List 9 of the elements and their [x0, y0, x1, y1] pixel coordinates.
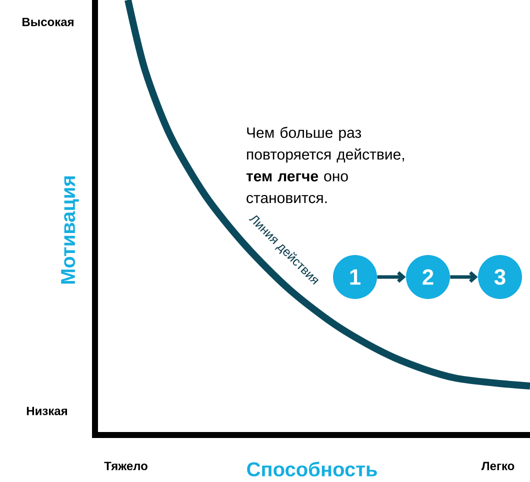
- arrow: [377, 271, 406, 283]
- axis-title: Мотивация: [61, 176, 79, 284]
- axis-label: Тяжело: [104, 462, 148, 470]
- axis-label: Высокая: [22, 18, 74, 26]
- axis-title: Способность: [247, 462, 377, 476]
- arrow: [450, 271, 478, 283]
- note-text: Чем больше раз повторяется действие, тем легче оно становится.: [246, 126, 404, 204]
- axis-label: Легко: [481, 462, 514, 470]
- axis-label: Низкая: [26, 406, 67, 416]
